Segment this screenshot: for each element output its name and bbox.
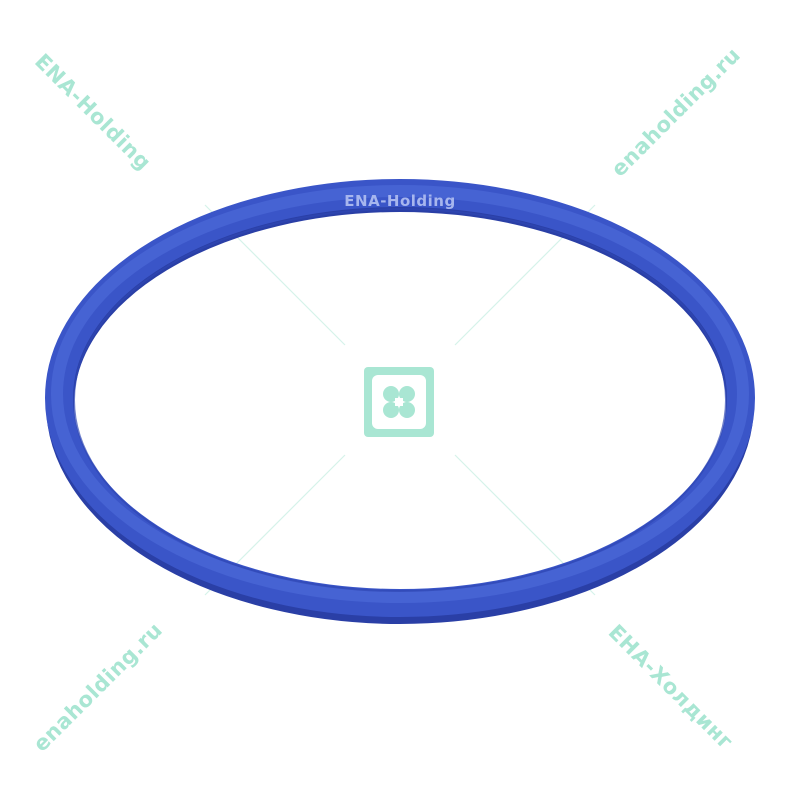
ring-marking-text: ENA-Holding	[344, 192, 456, 210]
clover-logo-icon	[364, 367, 434, 437]
